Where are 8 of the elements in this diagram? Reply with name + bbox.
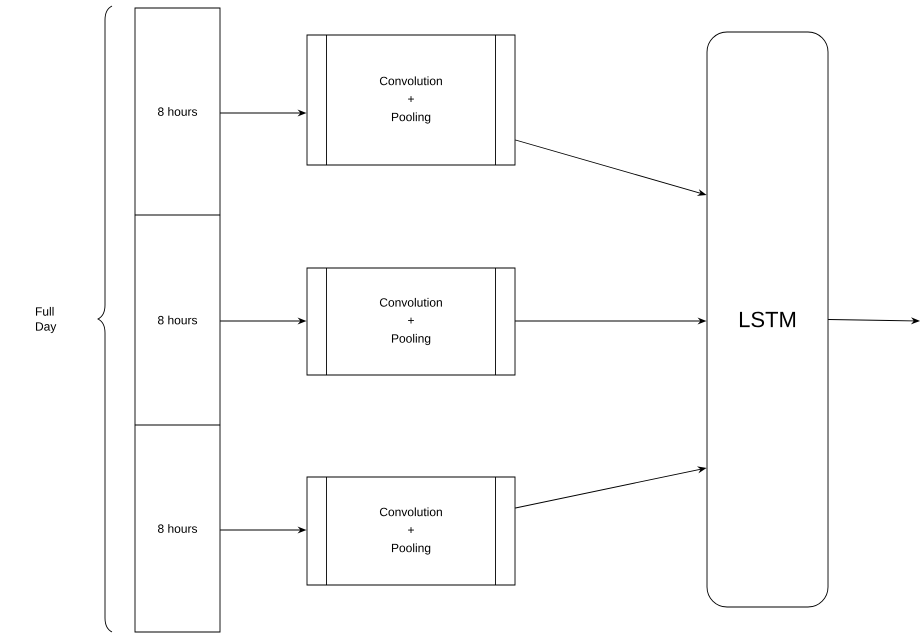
time-segment-box: 8 hours <box>134 214 220 426</box>
side-label: Full Day <box>36 306 56 334</box>
process-box: Convolution + Pooling <box>306 476 516 586</box>
lstm-box: LSTM <box>706 32 828 608</box>
process-box: Convolution + Pooling <box>306 267 516 376</box>
time-segment-box: 8 hours <box>134 8 220 216</box>
process-box: Convolution + Pooling <box>306 34 516 166</box>
time-segment-box: 8 hours <box>134 424 220 632</box>
